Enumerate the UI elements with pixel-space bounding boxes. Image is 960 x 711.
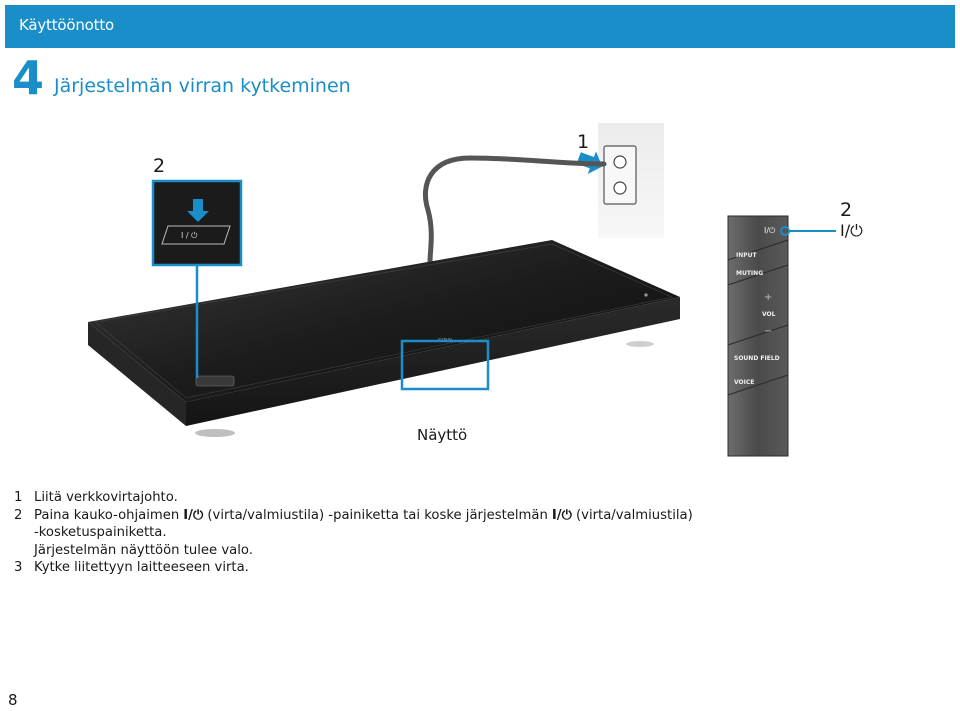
power-icon: I/⏻ bbox=[551, 507, 572, 523]
section-number: 4 bbox=[12, 51, 45, 105]
callout-step-2-remote: 2 bbox=[840, 199, 853, 221]
section-title: Järjestelmän virran kytkeminen bbox=[54, 75, 351, 97]
header-bar: Käyttöönotto bbox=[5, 5, 955, 48]
power-cord bbox=[422, 155, 607, 265]
step-text-part: (virta/valmiustila) -painiketta tai kosk… bbox=[207, 507, 548, 523]
step-number: 3 bbox=[14, 560, 23, 575]
step-text-part: Paina kauko-ohjaimen bbox=[34, 507, 180, 523]
page-number: 8 bbox=[8, 691, 18, 709]
touch-power-label: I / ⏻ bbox=[181, 231, 198, 240]
soundbase: SONY bbox=[88, 240, 680, 437]
remote-muting-label: MUTING bbox=[736, 270, 763, 277]
remote-sound-field-label: SOUND FIELD bbox=[734, 355, 780, 362]
plus-icon: + bbox=[764, 292, 772, 303]
display-label: Näyttö bbox=[417, 426, 468, 444]
remote-control-panel: I/⏻ INPUT MUTING + VOL − SOUND FIELD VOI… bbox=[727, 215, 836, 457]
remote-power-label: I/⏻ bbox=[764, 226, 776, 235]
remote-input-label: INPUT bbox=[736, 252, 758, 259]
step-text-part: (virta/valmiustila) bbox=[576, 507, 693, 523]
wall-outlet bbox=[598, 123, 664, 238]
step-number: 1 bbox=[14, 490, 23, 505]
touch-key-zoom: I / ⏻ bbox=[151, 179, 243, 378]
callout-step-2-touch: 2 bbox=[153, 155, 166, 177]
display-highlight-box bbox=[400, 339, 490, 391]
instructions-list: 1 Liitä verkkovirtajohto. 2 Paina kauko-… bbox=[14, 489, 714, 577]
instruction-continuation: -kosketuspainiketta. bbox=[34, 525, 167, 540]
remote-vol-label: VOL bbox=[762, 311, 776, 318]
step-number: 2 bbox=[14, 507, 23, 523]
power-icon: I/⏻ bbox=[183, 507, 204, 523]
callout-step-1-outlet: 1 bbox=[577, 131, 590, 153]
instruction-step-3: 3 Kytke liitettyyn laitteeseen virta. bbox=[14, 559, 714, 577]
step-text: Kytke liitettyyn laitteeseen virta. bbox=[34, 560, 249, 575]
minus-icon: − bbox=[764, 326, 772, 337]
instruction-step-1: 1 Liitä verkkovirtajohto. bbox=[14, 489, 714, 507]
callout-power-symbol: I/⏻ bbox=[840, 221, 863, 240]
setup-illustration: SONY I / ⏻ I/⏻ INPUT MUTING + VOL − SOUN… bbox=[88, 123, 836, 457]
header-title: Käyttöönotto bbox=[19, 16, 114, 34]
instruction-continuation: Järjestelmän näyttöön tulee valo. bbox=[34, 542, 253, 558]
step-text: Liitä verkkovirtajohto. bbox=[34, 490, 178, 505]
remote-voice-label: VOICE bbox=[734, 379, 754, 386]
